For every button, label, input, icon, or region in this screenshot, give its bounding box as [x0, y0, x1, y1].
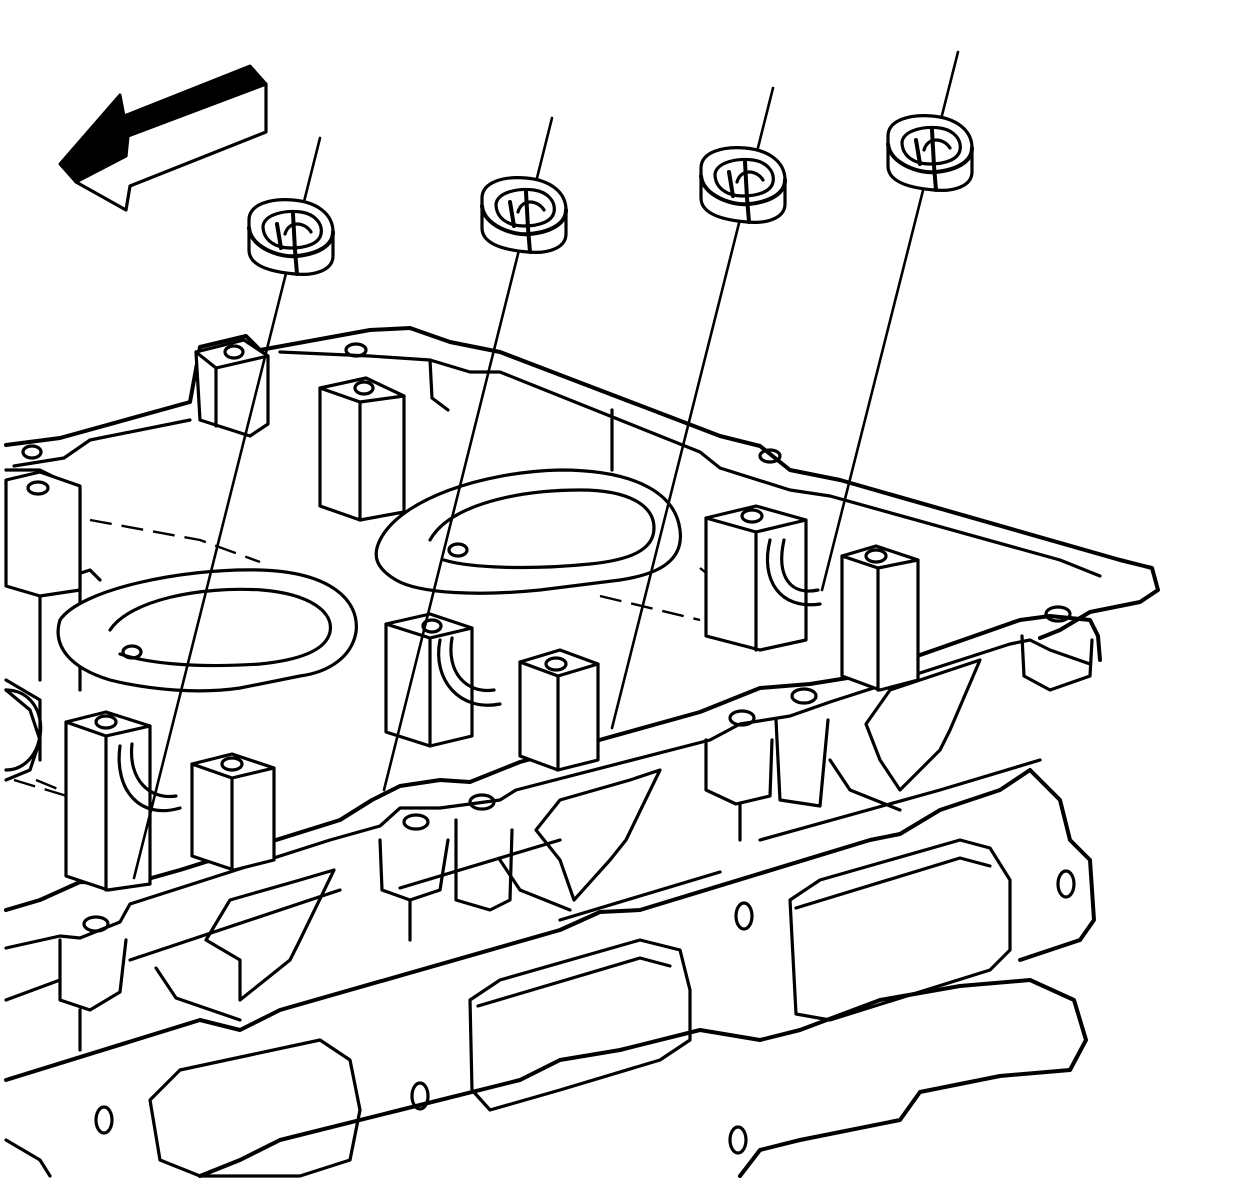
seal-1-icon	[247, 198, 335, 276]
seal-3-icon	[699, 146, 787, 224]
direction-arrow-icon	[58, 64, 268, 212]
exhaust-port-2	[788, 838, 1012, 1022]
exhaust-port-1	[468, 938, 692, 1112]
exhaust-port-3	[148, 1038, 362, 1178]
plug-bores	[4, 468, 682, 772]
seal-4-icon	[886, 114, 974, 192]
seal-2-icon	[480, 176, 568, 254]
rail-bosses	[58, 342, 1094, 1052]
